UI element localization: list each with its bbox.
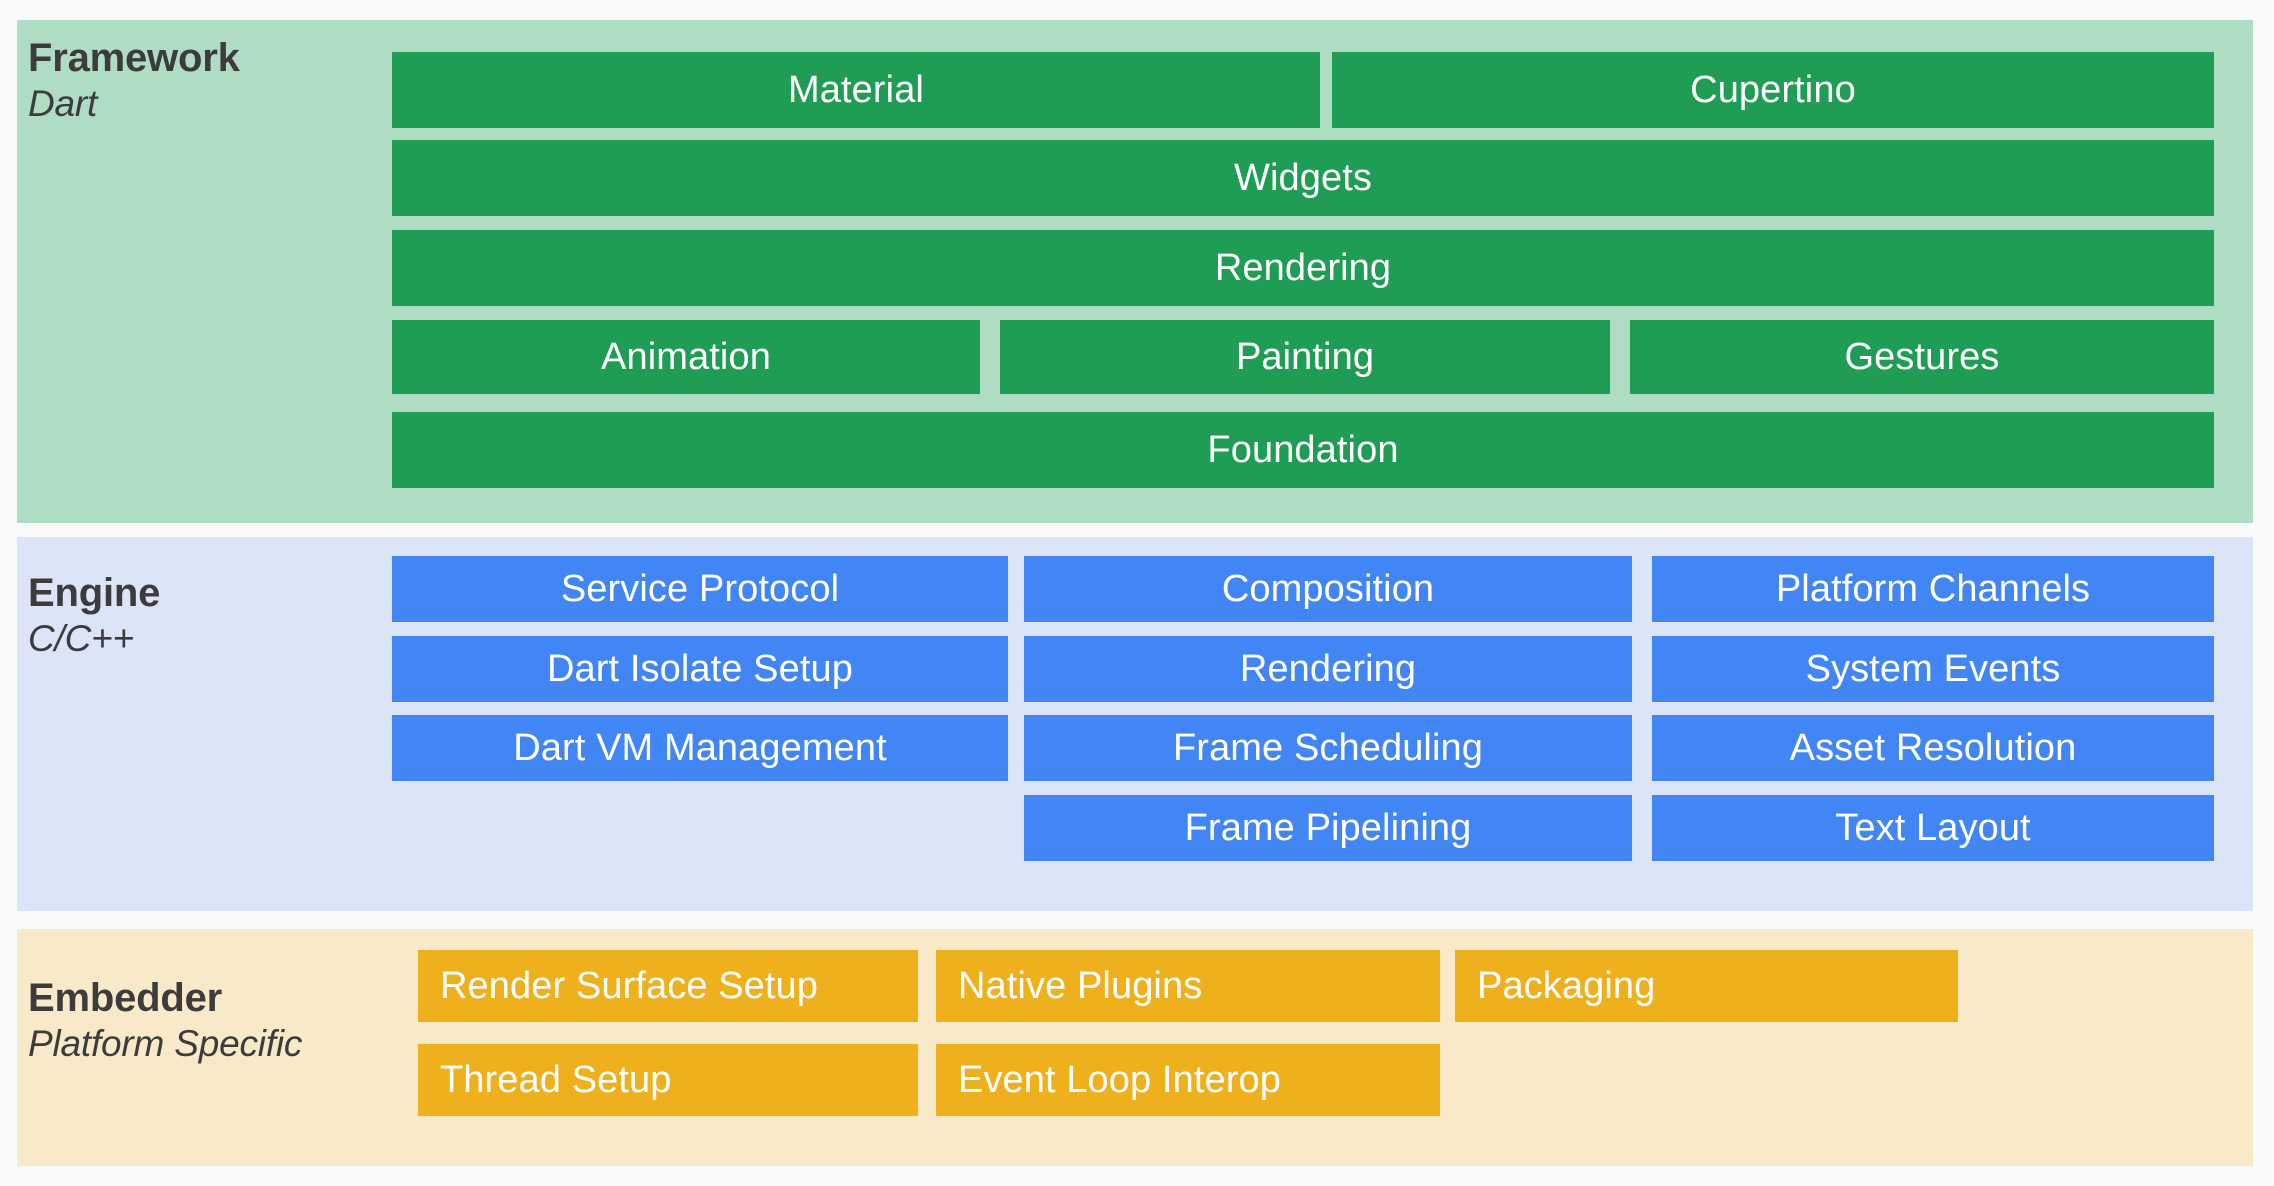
framework-section-label: Framework Dart bbox=[28, 35, 240, 126]
engine-box-rendering[interactable]: Rendering bbox=[1024, 636, 1632, 702]
embedder-box-packaging[interactable]: Packaging bbox=[1455, 950, 1958, 1022]
framework-box-rendering[interactable]: Rendering bbox=[392, 230, 2214, 306]
engine-box-dart-isolate-setup[interactable]: Dart Isolate Setup bbox=[392, 636, 1008, 702]
engine-title: Engine bbox=[28, 571, 161, 615]
framework-box-foundation[interactable]: Foundation bbox=[392, 412, 2214, 488]
engine-section-label: Engine C/C++ bbox=[28, 570, 160, 661]
engine-box-system-events[interactable]: System Events bbox=[1652, 636, 2214, 702]
framework-box-material[interactable]: Material bbox=[392, 52, 1320, 128]
framework-box-painting[interactable]: Painting bbox=[1000, 320, 1610, 394]
framework-box-animation[interactable]: Animation bbox=[392, 320, 980, 394]
engine-box-asset-resolution[interactable]: Asset Resolution bbox=[1652, 715, 2214, 781]
framework-box-widgets[interactable]: Widgets bbox=[392, 140, 2214, 216]
engine-box-text-layout[interactable]: Text Layout bbox=[1652, 795, 2214, 861]
embedder-title: Embedder bbox=[28, 976, 223, 1020]
engine-box-composition[interactable]: Composition bbox=[1024, 556, 1632, 622]
engine-box-service-protocol[interactable]: Service Protocol bbox=[392, 556, 1008, 622]
engine-subtitle: C/C++ bbox=[28, 618, 134, 660]
engine-box-dart-vm-management[interactable]: Dart VM Management bbox=[392, 715, 1008, 781]
embedder-subtitle: Platform Specific bbox=[28, 1023, 303, 1065]
embedder-box-thread-setup[interactable]: Thread Setup bbox=[418, 1044, 918, 1116]
embedder-box-render-surface-setup[interactable]: Render Surface Setup bbox=[418, 950, 918, 1022]
framework-title: Framework bbox=[28, 36, 240, 80]
engine-box-frame-scheduling[interactable]: Frame Scheduling bbox=[1024, 715, 1632, 781]
framework-subtitle: Dart bbox=[28, 83, 98, 125]
engine-box-frame-pipelining[interactable]: Frame Pipelining bbox=[1024, 795, 1632, 861]
embedder-box-native-plugins[interactable]: Native Plugins bbox=[936, 950, 1440, 1022]
framework-box-gestures[interactable]: Gestures bbox=[1630, 320, 2214, 394]
framework-box-cupertino[interactable]: Cupertino bbox=[1332, 52, 2214, 128]
embedder-box-event-loop-interop[interactable]: Event Loop Interop bbox=[936, 1044, 1440, 1116]
engine-box-platform-channels[interactable]: Platform Channels bbox=[1652, 556, 2214, 622]
embedder-section-label: Embedder Platform Specific bbox=[28, 975, 302, 1066]
